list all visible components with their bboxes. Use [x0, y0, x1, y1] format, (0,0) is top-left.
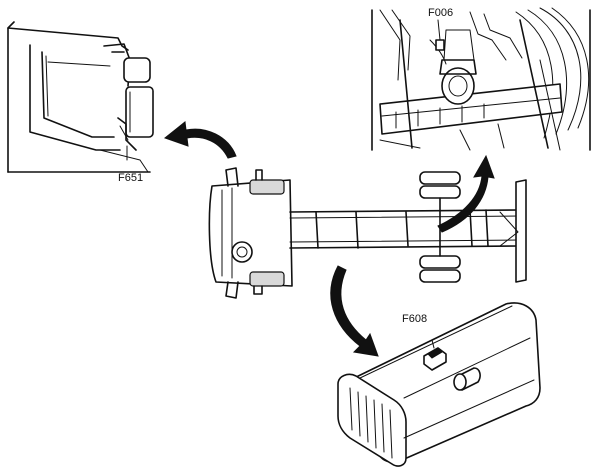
axle-detail	[371, 7, 591, 151]
cab-mirror-detail	[7, 21, 154, 173]
f006-leader	[437, 19, 441, 41]
main-mirror	[125, 86, 154, 138]
label-f608: F608	[402, 313, 427, 325]
upper-mirror	[123, 57, 151, 83]
chassis-top-view	[208, 167, 527, 299]
label-f651: F651	[118, 172, 143, 184]
arrow-to-tank-detail	[330, 265, 379, 357]
rear-wheel-bottom-2	[419, 269, 461, 283]
f608-leader	[431, 339, 435, 349]
rear-wheel-top-2	[419, 185, 461, 199]
fuel-tank-end	[337, 373, 407, 467]
fuel-tank-detail	[337, 302, 541, 467]
rear-wheel-bottom-1	[419, 255, 461, 269]
arrow-to-cab-detail	[163, 121, 237, 159]
differential-housing	[441, 67, 475, 105]
rear-wheel-top-1	[419, 171, 461, 185]
label-f006: F006	[428, 7, 453, 19]
f006-sensor	[435, 39, 445, 51]
arrow-to-axle-detail	[437, 154, 495, 233]
